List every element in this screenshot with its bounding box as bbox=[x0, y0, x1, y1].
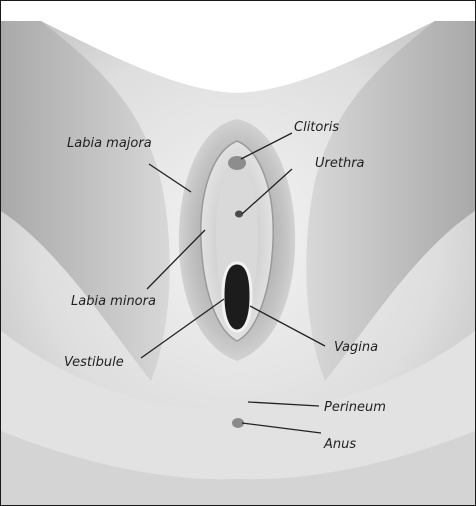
label-vagina: Vagina bbox=[334, 341, 378, 354]
label-anus: Anus bbox=[324, 438, 356, 451]
label-urethra: Urethra bbox=[315, 157, 365, 170]
label-labia-minora: Labia minora bbox=[71, 295, 156, 308]
vaginal-opening-shape bbox=[223, 263, 251, 331]
label-labia-majora: Labia majora bbox=[67, 137, 152, 150]
label-clitoris: Clitoris bbox=[294, 121, 339, 134]
urethra-shape bbox=[235, 211, 243, 218]
label-vestibule: Vestibule bbox=[64, 356, 124, 369]
label-perineum: Perineum bbox=[324, 401, 386, 414]
